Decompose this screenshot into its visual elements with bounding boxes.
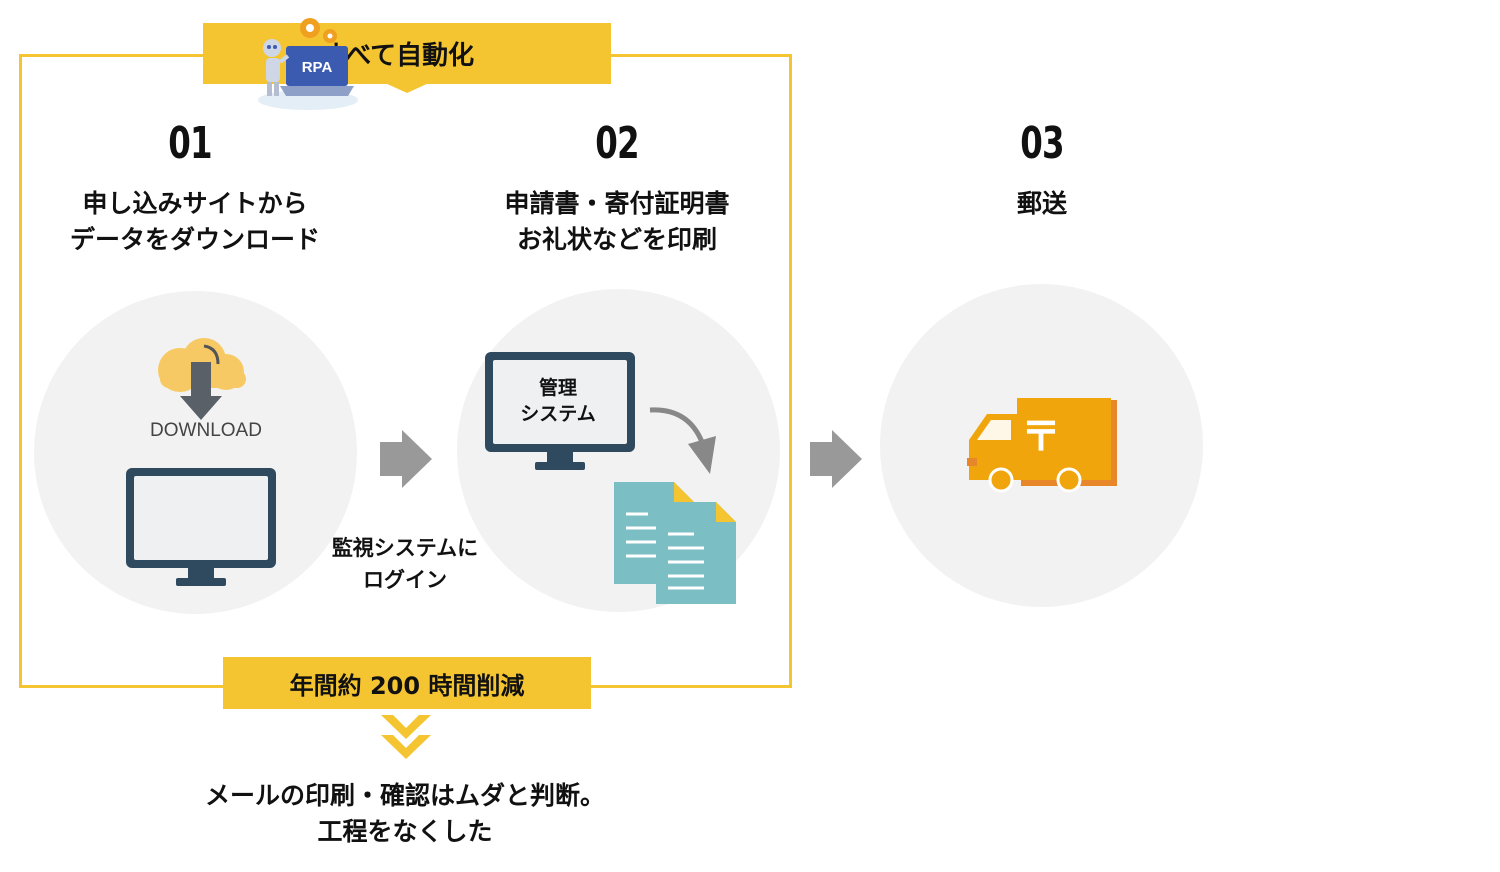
chevron-down-icon	[381, 715, 431, 759]
reduction-banner: 年間約 200 時間削減	[223, 657, 591, 709]
rpa-robot-icon: RPA	[258, 18, 358, 110]
step-1-line-1: 申し込みサイトから	[82, 189, 308, 218]
management-system-line-2: システム	[520, 403, 596, 425]
step-number-2: 02	[595, 118, 639, 169]
footer-line-2: 工程をなくした	[317, 817, 493, 846]
arrow-right-icon	[380, 430, 432, 488]
documents-icon	[614, 482, 736, 604]
login-label: 監視システムに ログイン	[310, 532, 500, 596]
management-system-line-1: 管理	[538, 377, 577, 399]
step-2-line-1: 申請書・寄付証明書	[504, 189, 730, 218]
rpa-logo-text: RPA	[302, 59, 333, 76]
management-monitor-icon	[485, 352, 635, 470]
step-number-1: 01	[168, 118, 212, 169]
management-system-label: 管理 システム	[497, 375, 619, 427]
banner-notch	[385, 83, 429, 93]
arrow-right-icon	[810, 430, 862, 488]
login-label-line-1: 監視システムに	[331, 536, 479, 560]
curved-arrow-icon	[649, 407, 716, 474]
reduction-banner-text: 年間約 200 時間削減	[289, 671, 525, 700]
step-3-text: 郵送	[942, 186, 1142, 222]
postal-truck-icon: 〒	[967, 398, 1117, 493]
step-2-line-2: お礼状などを印刷	[516, 225, 717, 254]
login-label-line-2: ログイン	[363, 568, 447, 592]
download-label: DOWNLOAD	[150, 420, 262, 441]
step-number-3: 03	[1020, 118, 1064, 169]
postal-mark: 〒	[1021, 414, 1061, 460]
footer-text: メールの印刷・確認はムダと判断。 工程をなくした	[140, 778, 670, 850]
cloud-download-icon	[158, 338, 246, 420]
step-2-text: 申請書・寄付証明書 お礼状などを印刷	[442, 186, 792, 258]
step-1-line-2: データをダウンロード	[69, 225, 320, 254]
step-3-line-1: 郵送	[1016, 189, 1067, 218]
step-1-text: 申し込みサイトから データをダウンロード	[20, 186, 370, 258]
monitor-icon	[126, 468, 276, 586]
footer-line-1: メールの印刷・確認はムダと判断。	[204, 781, 605, 810]
